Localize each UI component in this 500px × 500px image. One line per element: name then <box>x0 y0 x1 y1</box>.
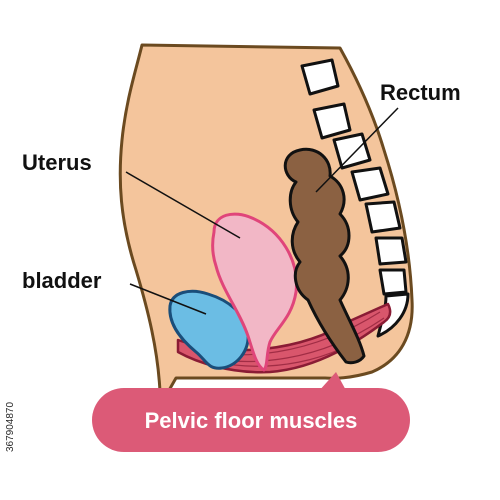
bladder <box>168 289 250 370</box>
rectum <box>283 147 366 365</box>
vertebra <box>312 102 352 140</box>
vertebra <box>332 132 372 170</box>
pelvic-floor-callout <box>92 388 410 452</box>
vertebra <box>300 58 340 96</box>
vertebra <box>350 166 390 202</box>
uterus-label: Uterus <box>22 150 92 175</box>
uterus-leader <box>125 171 241 239</box>
leader-lines <box>125 107 399 315</box>
bladder-label: bladder <box>22 268 102 293</box>
bladder-leader <box>129 283 207 315</box>
rectum-label: Rectum <box>380 80 461 105</box>
pelvic-floor-label: Pelvic floor muscles <box>145 408 358 433</box>
vertebra <box>364 200 402 234</box>
uterus <box>211 212 298 372</box>
vertebra <box>374 236 408 266</box>
rectum-leader <box>315 107 399 193</box>
vertebra <box>378 268 408 296</box>
stock-id: 367904870 <box>5 402 16 452</box>
